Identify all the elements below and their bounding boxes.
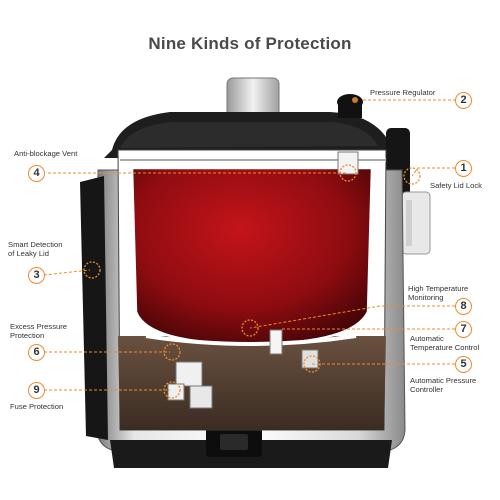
marker-5	[303, 355, 321, 373]
badge-3: 3	[28, 267, 45, 284]
marker-9	[163, 381, 181, 399]
marker-8	[241, 319, 259, 337]
badge-8: 8	[455, 298, 472, 315]
badge-1: 1	[455, 160, 472, 177]
badge-6: 6	[28, 344, 45, 361]
label-fuse-protection: Fuse Protection	[10, 402, 64, 411]
label-auto-temperature: Automatic Temperature Control	[410, 334, 480, 352]
leader-1	[411, 167, 455, 177]
badge-9: 9	[28, 382, 45, 399]
target-markers	[83, 164, 421, 399]
page-title: Nine Kinds of Protection	[148, 34, 352, 53]
marker-3	[83, 261, 101, 279]
label-excess-pressure: Excess Pressure Protection	[10, 322, 67, 340]
cutaway-interior	[117, 149, 387, 431]
lid	[104, 112, 398, 158]
badge-7: 7	[455, 321, 472, 338]
badge-2: 2	[455, 92, 472, 109]
label-pressure-regulator: Pressure Regulator	[370, 88, 436, 97]
leader-8	[249, 305, 455, 329]
badge-5: 5	[455, 356, 472, 373]
leader-lines	[43, 99, 455, 391]
label-leaky-lid: Smart Detection of Leaky Lid	[8, 240, 63, 258]
label-high-temperature: High Temperature Monitoring	[408, 284, 469, 302]
pressure-regulator-knob	[337, 94, 363, 118]
marker-4	[339, 164, 357, 182]
label-anti-blockage-vent: Anti-blockage Vent	[14, 149, 78, 158]
marker-1	[403, 167, 421, 185]
label-safety-lid-lock: Safety Lid Lock	[430, 181, 482, 190]
label-auto-pressure: Automatic Pressure Controller	[410, 376, 477, 394]
leader-3	[43, 269, 91, 276]
marker-6	[163, 343, 181, 361]
badge-4: 4	[28, 165, 45, 182]
